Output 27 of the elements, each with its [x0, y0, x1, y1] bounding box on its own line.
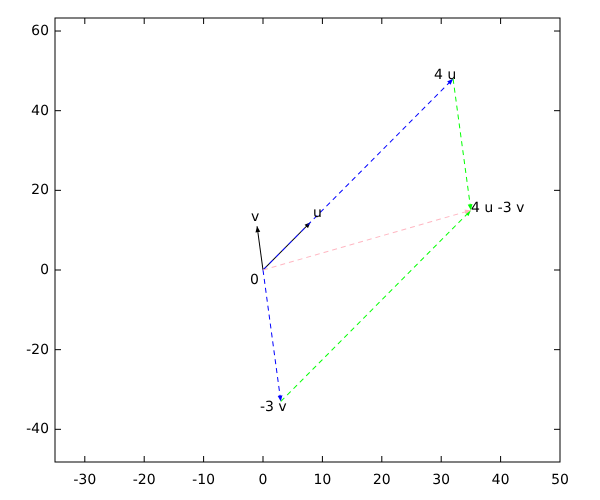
- axis-tick-label: -20: [26, 342, 49, 358]
- axis-tick-label: 10: [313, 472, 332, 488]
- axis-tick-label: 50: [551, 472, 569, 488]
- axis-tick-label: 0: [258, 472, 268, 488]
- vector-arrow: [280, 210, 472, 402]
- axis-tick-label: -30: [73, 472, 96, 488]
- point-label: 4 u -3 v: [471, 200, 524, 216]
- point-label: 4 u: [434, 67, 456, 83]
- axis-tick-label: 40: [492, 472, 510, 488]
- axis-tick-label: -20: [132, 472, 156, 488]
- point-label: 0: [250, 272, 259, 288]
- axis-tick-label: 20: [372, 472, 391, 488]
- axis-tick-label: 0: [40, 262, 49, 278]
- axis-tick-label: 60: [31, 23, 49, 40]
- axis-tick-label: -10: [192, 472, 216, 488]
- vector-arrow: [256, 226, 264, 270]
- vector-arrow: [262, 210, 472, 270]
- point-label: -3 v: [260, 399, 287, 415]
- vector-arrow: [452, 78, 472, 211]
- axis-tick-label: 20: [31, 182, 49, 198]
- axis-tick-label: -40: [26, 421, 49, 438]
- axis-tick-label: 40: [31, 102, 49, 119]
- point-label: v: [251, 209, 260, 225]
- point-label: u: [313, 205, 322, 221]
- vector-arrow: [262, 78, 454, 270]
- vector-arrow: [262, 270, 282, 402]
- axis-tick-label: 30: [432, 472, 450, 488]
